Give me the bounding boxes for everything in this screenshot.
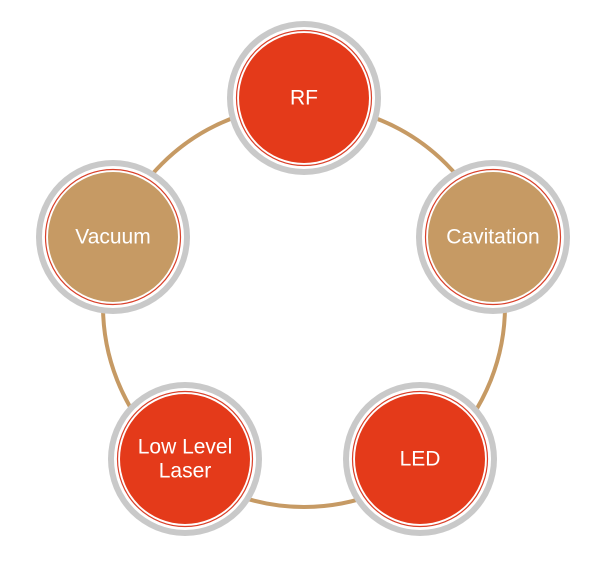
node-label: Low Level bbox=[138, 436, 233, 459]
node-disc bbox=[48, 172, 178, 302]
node-disc bbox=[428, 172, 558, 302]
node-led: LED bbox=[343, 382, 497, 536]
node-cavitation: Cavitation bbox=[416, 160, 570, 314]
node-label: Cavitation bbox=[446, 226, 539, 249]
node-label: Vacuum bbox=[75, 226, 150, 249]
node-accent-ring bbox=[116, 390, 254, 528]
node-disc bbox=[239, 33, 369, 163]
node-accent-ring bbox=[235, 29, 373, 167]
node-accent-ring bbox=[424, 168, 562, 306]
node-label: Laser bbox=[159, 460, 212, 483]
node-accent-ring bbox=[351, 390, 489, 528]
node-label: LED bbox=[400, 448, 441, 471]
node-label: RF bbox=[290, 87, 318, 110]
node-vacuum: Vacuum bbox=[36, 160, 190, 314]
node-rf: RF bbox=[227, 21, 381, 175]
node-accent-ring bbox=[44, 168, 182, 306]
node-disc bbox=[120, 394, 250, 524]
node-disc bbox=[355, 394, 485, 524]
